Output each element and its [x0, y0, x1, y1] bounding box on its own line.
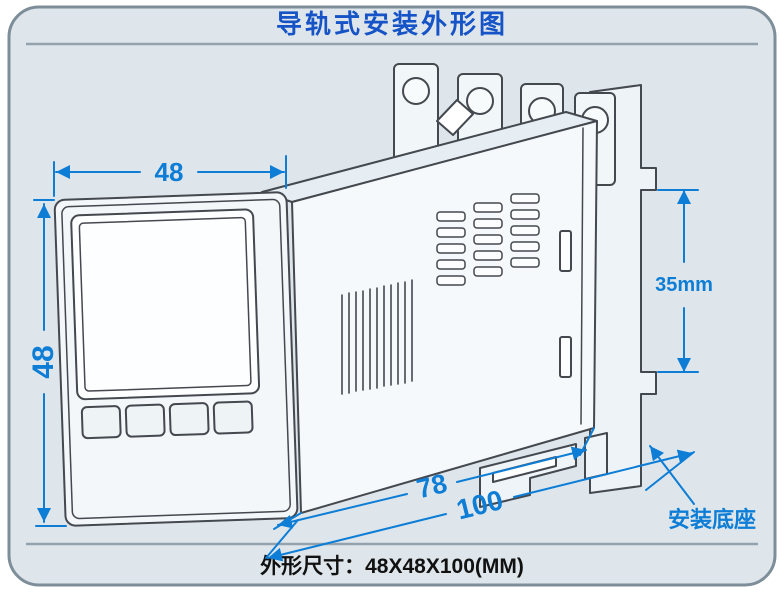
terminal-screw — [466, 87, 494, 115]
body-depth-value: 78 — [414, 468, 450, 504]
device-drawing — [53, 63, 657, 527]
display-inner — [78, 216, 252, 392]
dimension-body-depth: 78 — [273, 427, 595, 530]
front-width-value: 48 — [155, 157, 184, 187]
vent-hatch-lines — [341, 279, 413, 395]
rail-clip — [479, 432, 608, 508]
page-title: 导轨式安装外形图 — [276, 9, 508, 39]
rear-edge-line — [580, 127, 584, 425]
mount-base-label: 安装底座 — [668, 507, 756, 532]
front-height-value: 48 — [27, 345, 60, 378]
panel-button — [168, 402, 210, 437]
panel-button — [212, 400, 254, 435]
dimensions: 48 48 35mm 78 — [27, 155, 756, 562]
dimension-rail-width: 35mm — [655, 189, 713, 373]
rear-slot — [559, 230, 572, 272]
mount-base-callout: 安装底座 — [649, 445, 756, 532]
dimension-front-height: 48 — [27, 199, 67, 527]
dimension-front-width: 48 — [53, 155, 287, 197]
front-bezel — [53, 191, 299, 527]
terminal-clip-tab — [436, 99, 474, 136]
rear-slot — [559, 336, 572, 378]
louver-slot-grid — [436, 193, 540, 286]
panel-button — [124, 403, 166, 438]
terminal-screw — [402, 77, 430, 105]
display-window — [70, 208, 261, 401]
panel-button — [80, 405, 122, 440]
rail-width-value: 35mm — [655, 274, 713, 296]
overall-size-caption: 外形尺寸：48X48X100(MM) — [260, 554, 524, 578]
din-rail-bracket — [589, 84, 657, 494]
bezel-lip — [61, 198, 291, 520]
